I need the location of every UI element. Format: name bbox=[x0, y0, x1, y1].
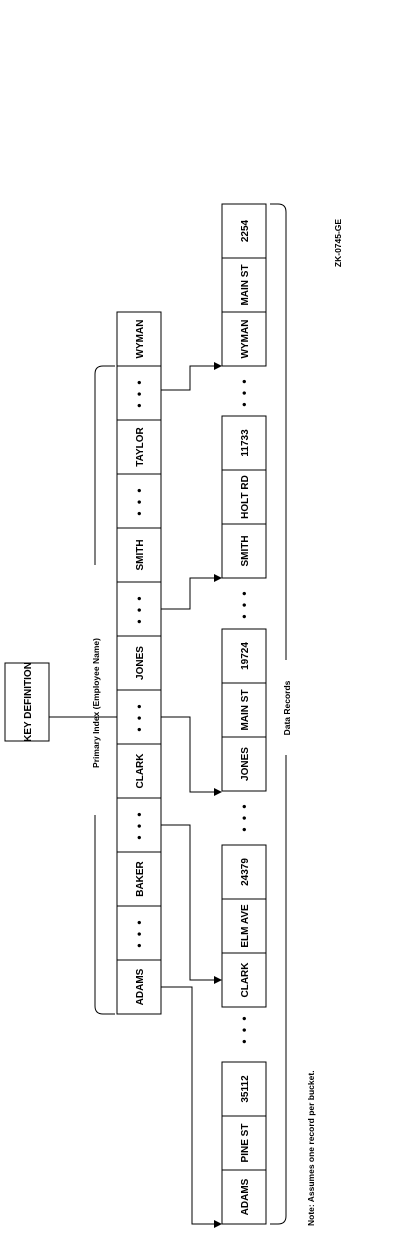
index-to-record-pointers bbox=[161, 362, 222, 1228]
index-cell-ellipsis: • • • bbox=[116, 473, 162, 529]
primary-index-column: ADAMS • • • BAKER • • • CLARK • • • JONE… bbox=[116, 311, 162, 1015]
key-definition-label: KEY DEFINITION bbox=[23, 662, 34, 742]
data-records-brace-bottom bbox=[270, 755, 287, 1225]
arrowhead bbox=[214, 1220, 222, 1228]
pointer-clark bbox=[161, 824, 216, 981]
index-cell-baker: BAKER bbox=[116, 851, 162, 907]
footnote: Note: Assumes one record per bucket. bbox=[306, 1070, 316, 1226]
index-cell-smith: SMITH bbox=[116, 527, 162, 583]
arrowhead bbox=[214, 788, 222, 796]
pointer-smith bbox=[161, 577, 216, 610]
index-cell-label: JONES bbox=[135, 646, 146, 680]
index-cell-taylor: TAYLOR bbox=[116, 419, 162, 475]
ellipsis-dots: • • • bbox=[132, 594, 146, 623]
data-record-adams: ADAMS PINE ST 35112 bbox=[221, 1061, 267, 1225]
ellipsis-dots: • • • bbox=[132, 810, 146, 839]
record-street: MAIN ST bbox=[240, 689, 251, 730]
ellipsis-dots: • • • bbox=[132, 702, 146, 731]
index-cell-ellipsis: • • • bbox=[116, 365, 162, 421]
record-separator-dots: • • • bbox=[237, 1014, 251, 1043]
figure-id: ZK-0745-GE bbox=[333, 219, 343, 268]
index-cell-label: TAYLOR bbox=[135, 427, 146, 467]
index-cell-label: WYMAN bbox=[135, 320, 146, 359]
ellipsis-dots: • • • bbox=[132, 486, 146, 515]
record-number: 19724 bbox=[240, 642, 251, 670]
record-name: CLARK bbox=[240, 962, 251, 998]
data-records-column: ADAMS PINE ST 35112 • • • CLARK ELM AVE … bbox=[221, 203, 267, 1225]
record-separator-dots: • • • bbox=[237, 802, 251, 831]
record-name: ADAMS bbox=[240, 1178, 251, 1215]
pointer-wyman bbox=[161, 365, 216, 391]
data-record-jones: JONES MAIN ST 19724 bbox=[221, 628, 267, 792]
index-cell-jones: JONES bbox=[116, 635, 162, 691]
index-cell-ellipsis: • • • bbox=[116, 797, 162, 853]
record-name: SMITH bbox=[240, 535, 251, 566]
data-records-caption: Data Records bbox=[282, 680, 292, 735]
index-cell-ellipsis: • • • bbox=[116, 905, 162, 961]
record-street: HOLT RD bbox=[240, 475, 251, 519]
record-number: 11733 bbox=[240, 429, 251, 457]
index-cell-label: ADAMS bbox=[135, 968, 146, 1005]
index-cell-label: SMITH bbox=[135, 539, 146, 570]
record-number: 35112 bbox=[240, 1075, 251, 1103]
record-separator-dots: • • • bbox=[237, 377, 251, 406]
record-number: 24379 bbox=[240, 858, 251, 886]
record-street: PINE ST bbox=[240, 1124, 251, 1163]
index-cell-adams: ADAMS bbox=[116, 959, 162, 1015]
record-street: MAIN ST bbox=[240, 264, 251, 305]
index-cell-label: BAKER bbox=[135, 860, 146, 896]
index-cell-label: CLARK bbox=[135, 753, 146, 789]
data-records-brace-top bbox=[270, 203, 287, 660]
data-record-clark: CLARK ELM AVE 24379 bbox=[221, 844, 267, 1008]
key-definition-box: KEY DEFINITION bbox=[4, 662, 50, 742]
index-cell-ellipsis: • • • bbox=[116, 689, 162, 745]
arrowhead bbox=[214, 362, 222, 370]
index-cell-clark: CLARK bbox=[116, 743, 162, 799]
data-record-smith: SMITH HOLT RD 11733 bbox=[221, 415, 267, 579]
record-number: 2254 bbox=[240, 219, 251, 242]
primary-index-caption: Primary Index (Employee Name) bbox=[91, 638, 101, 768]
index-cell-ellipsis: • • • bbox=[116, 581, 162, 637]
record-name: JONES bbox=[240, 747, 251, 781]
record-separator-dots: • • • bbox=[237, 589, 251, 618]
record-street: ELM AVE bbox=[240, 904, 251, 948]
data-record-wyman: WYMAN MAIN ST 2254 bbox=[221, 203, 267, 367]
index-cell-wyman: WYMAN bbox=[116, 311, 162, 367]
arrowhead bbox=[214, 574, 222, 582]
pointer-jones bbox=[161, 716, 216, 793]
arrowhead bbox=[214, 976, 222, 984]
primary-index-brace-bottom bbox=[94, 815, 115, 1015]
pointer-adams bbox=[161, 986, 216, 1225]
ellipsis-dots: • • • bbox=[132, 918, 146, 947]
ellipsis-dots: • • • bbox=[132, 378, 146, 407]
primary-index-brace-top bbox=[94, 365, 115, 565]
record-name: WYMAN bbox=[240, 320, 251, 359]
